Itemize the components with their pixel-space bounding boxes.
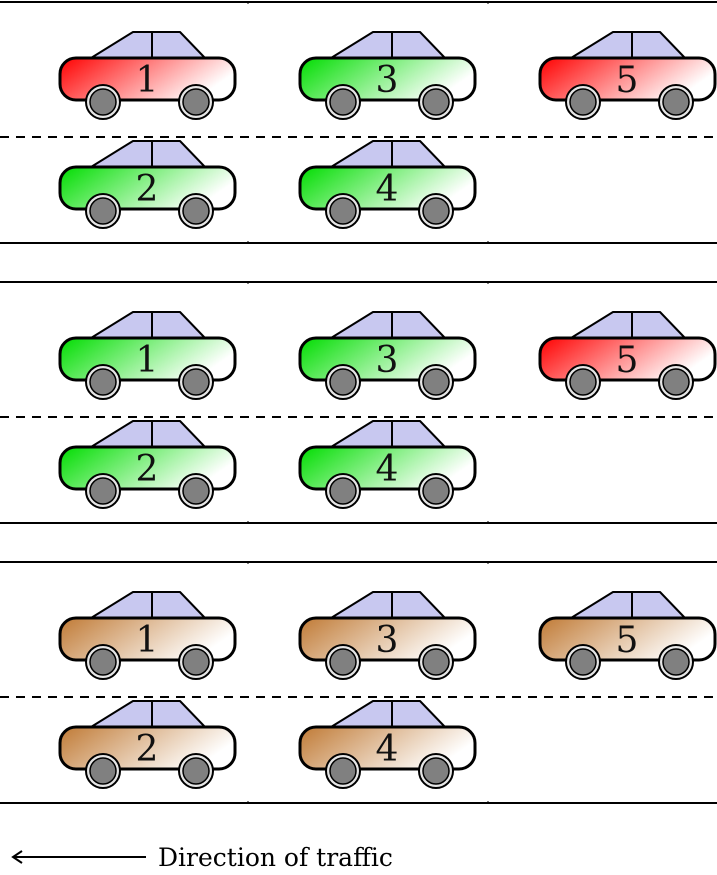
car-number-label: 1 bbox=[136, 340, 159, 381]
car-roof bbox=[330, 700, 446, 728]
direction-legend: Direction of traffic bbox=[11, 843, 393, 872]
car-roof bbox=[90, 420, 206, 448]
wheel-hub bbox=[422, 368, 450, 396]
wheel-hub bbox=[89, 648, 117, 676]
wheel-hub bbox=[329, 197, 357, 225]
car-number-label: 3 bbox=[376, 340, 399, 381]
wheel-hub bbox=[182, 648, 210, 676]
car-1: 1 bbox=[58, 591, 237, 680]
car-roof bbox=[90, 311, 206, 339]
wheel-hub bbox=[329, 88, 357, 116]
car-roof bbox=[570, 31, 686, 59]
car-number-label: 5 bbox=[616, 60, 639, 101]
car-roof bbox=[90, 31, 206, 59]
wheel-hub bbox=[569, 648, 597, 676]
car-roof bbox=[330, 591, 446, 619]
wheel-hub bbox=[422, 648, 450, 676]
car-2: 2 bbox=[58, 700, 237, 789]
car-4: 4 bbox=[298, 420, 477, 509]
wheel-hub bbox=[662, 88, 690, 116]
car-number-label: 2 bbox=[136, 729, 159, 770]
wheel-hub bbox=[329, 757, 357, 785]
car-5: 5 bbox=[538, 591, 717, 680]
car-number-label: 1 bbox=[136, 620, 159, 661]
car-roof bbox=[330, 420, 446, 448]
wheel-hub bbox=[422, 197, 450, 225]
road-panel-2: 1 3 5 2 4 bbox=[0, 281, 717, 524]
wheel-hub bbox=[89, 197, 117, 225]
car-roof bbox=[570, 311, 686, 339]
wheel-hub bbox=[422, 477, 450, 505]
wheel-hub bbox=[89, 477, 117, 505]
wheel-hub bbox=[182, 757, 210, 785]
car-5: 5 bbox=[538, 31, 717, 120]
car-3: 3 bbox=[298, 311, 477, 400]
wheel-hub bbox=[422, 88, 450, 116]
direction-arrow-head-icon bbox=[11, 850, 23, 864]
car-roof bbox=[330, 311, 446, 339]
car-5: 5 bbox=[538, 311, 717, 400]
car-3: 3 bbox=[298, 591, 477, 680]
road-panel-3: 1 3 5 2 4 bbox=[0, 561, 717, 804]
car-1: 1 bbox=[58, 31, 237, 120]
car-roof bbox=[90, 700, 206, 728]
car-roof bbox=[330, 31, 446, 59]
car-number-label: 4 bbox=[376, 169, 399, 210]
wheel-hub bbox=[182, 368, 210, 396]
car-4: 4 bbox=[298, 140, 477, 229]
car-number-label: 5 bbox=[616, 620, 639, 661]
car-roof bbox=[330, 140, 446, 168]
wheel-hub bbox=[89, 88, 117, 116]
car-number-label: 4 bbox=[376, 449, 399, 490]
car-number-label: 2 bbox=[136, 449, 159, 490]
road-panel-1: 1 3 5 2 4 bbox=[0, 1, 717, 244]
wheel-hub bbox=[662, 368, 690, 396]
car-2: 2 bbox=[58, 420, 237, 509]
car-3: 3 bbox=[298, 31, 477, 120]
car-roof bbox=[90, 591, 206, 619]
wheel-hub bbox=[662, 648, 690, 676]
car-number-label: 5 bbox=[616, 340, 639, 381]
wheel-hub bbox=[329, 368, 357, 396]
wheel-hub bbox=[329, 477, 357, 505]
wheel-hub bbox=[89, 757, 117, 785]
wheel-hub bbox=[182, 477, 210, 505]
wheel-hub bbox=[329, 648, 357, 676]
wheel-hub bbox=[89, 368, 117, 396]
car-roof bbox=[90, 140, 206, 168]
car-number-label: 3 bbox=[376, 60, 399, 101]
wheel-hub bbox=[422, 757, 450, 785]
car-number-label: 2 bbox=[136, 169, 159, 210]
wheel-hub bbox=[569, 368, 597, 396]
wheel-hub bbox=[182, 88, 210, 116]
direction-caption: Direction of traffic bbox=[158, 843, 393, 872]
car-4: 4 bbox=[298, 700, 477, 789]
car-1: 1 bbox=[58, 311, 237, 400]
car-2: 2 bbox=[58, 140, 237, 229]
car-number-label: 3 bbox=[376, 620, 399, 661]
wheel-hub bbox=[569, 88, 597, 116]
car-roof bbox=[570, 591, 686, 619]
car-number-label: 1 bbox=[136, 60, 159, 101]
wheel-hub bbox=[182, 197, 210, 225]
car-number-label: 4 bbox=[376, 729, 399, 770]
